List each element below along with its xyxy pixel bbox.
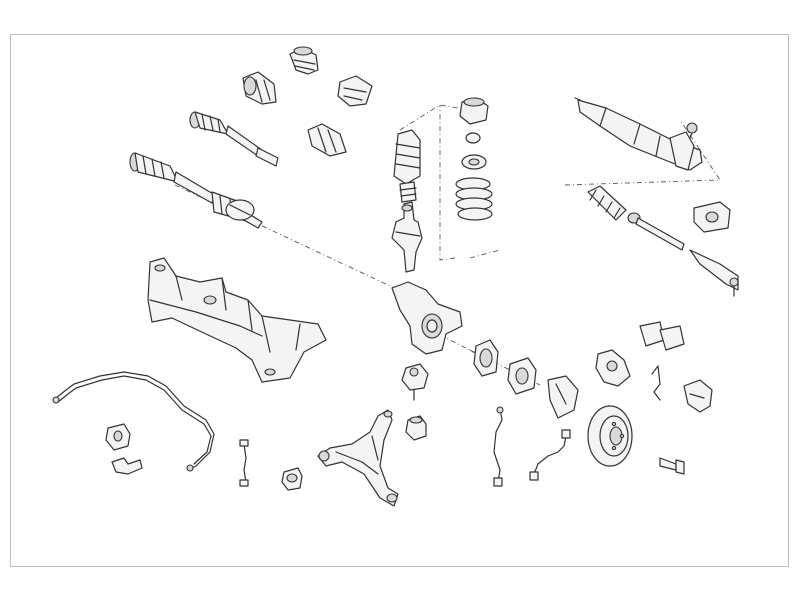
steering-rack [574, 97, 703, 171]
brake-shoe-plate [547, 375, 579, 419]
pad-clip [651, 365, 661, 401]
rack-boot [587, 185, 627, 221]
steering-knuckle [391, 281, 463, 355]
sway-bar-bracket [111, 457, 143, 475]
caliper-bracket [683, 379, 713, 413]
bump-stop [393, 129, 421, 203]
sway-bar-link [239, 439, 249, 487]
cv-boot-right [307, 123, 347, 157]
drive-shaft-short [189, 111, 279, 167]
brake-disc [587, 405, 633, 467]
brake-pads [639, 321, 685, 351]
wheel-bearing [473, 339, 499, 377]
cv-joint [225, 199, 255, 221]
rack-mount-bushing [693, 201, 731, 233]
brake-caliper [595, 349, 631, 387]
ball-joint [401, 363, 429, 401]
coil-spring [455, 177, 493, 221]
subframe [147, 257, 327, 383]
sway-bar-bushing [105, 423, 131, 451]
diagram-frame [10, 34, 789, 567]
strut-top-mount [459, 97, 489, 170]
assembly-leader-lines [174, 104, 721, 386]
brake-hose [529, 429, 571, 481]
sway-bar [52, 371, 215, 472]
tie-rod [627, 212, 685, 251]
cv-boot-large [337, 75, 373, 107]
abs-sensor-wire [493, 406, 504, 487]
cv-boot-small [289, 46, 319, 75]
hub-flange [507, 357, 537, 395]
control-arm [317, 409, 399, 507]
control-arm-bushing-2 [281, 467, 303, 491]
wheel-bolt [659, 457, 685, 475]
control-arm-bushing [405, 415, 427, 441]
cv-boot-left [242, 71, 277, 105]
tie-rod-end [689, 249, 739, 297]
shock-absorber [391, 201, 423, 273]
